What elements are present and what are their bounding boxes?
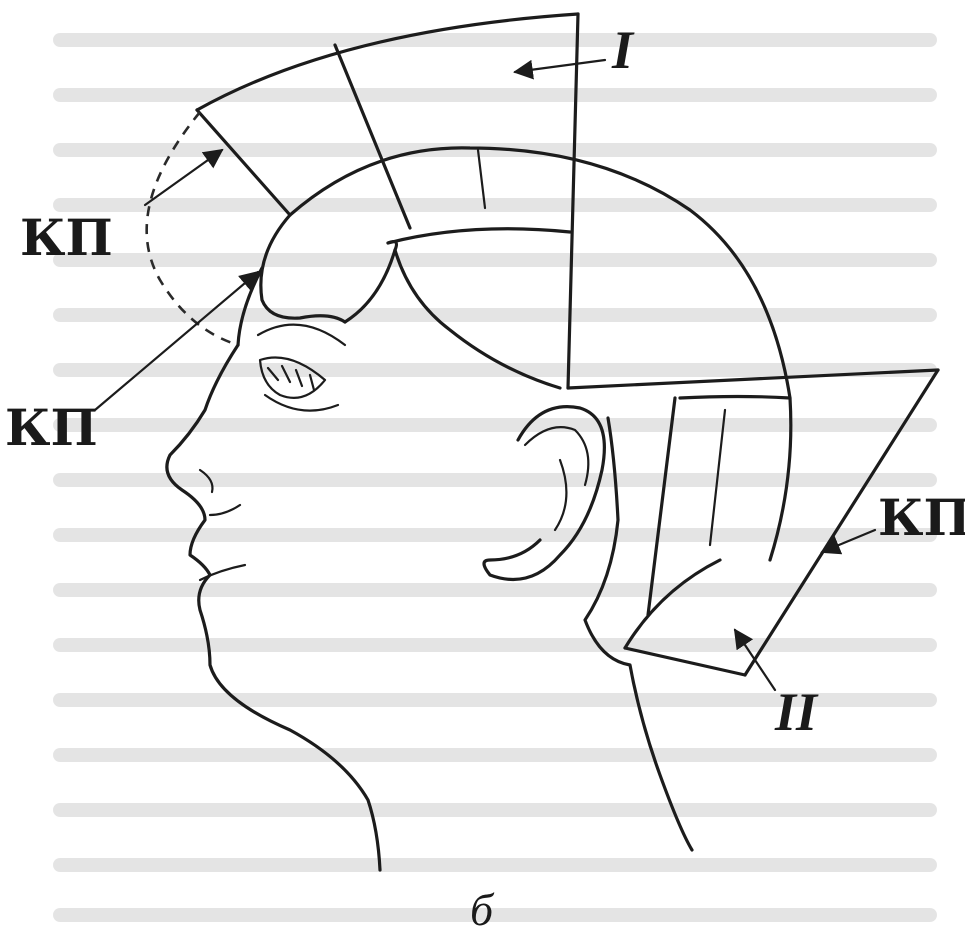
label-zone-two: II xyxy=(774,682,819,742)
ear xyxy=(484,407,604,580)
label-kp-right: КП xyxy=(878,488,965,547)
label-zone-one: I xyxy=(611,20,635,80)
figure-caption: б xyxy=(470,884,495,935)
label-kp-middle: КП xyxy=(5,398,98,457)
face-profile xyxy=(167,325,380,870)
label-kp-top: КП xyxy=(20,208,113,267)
